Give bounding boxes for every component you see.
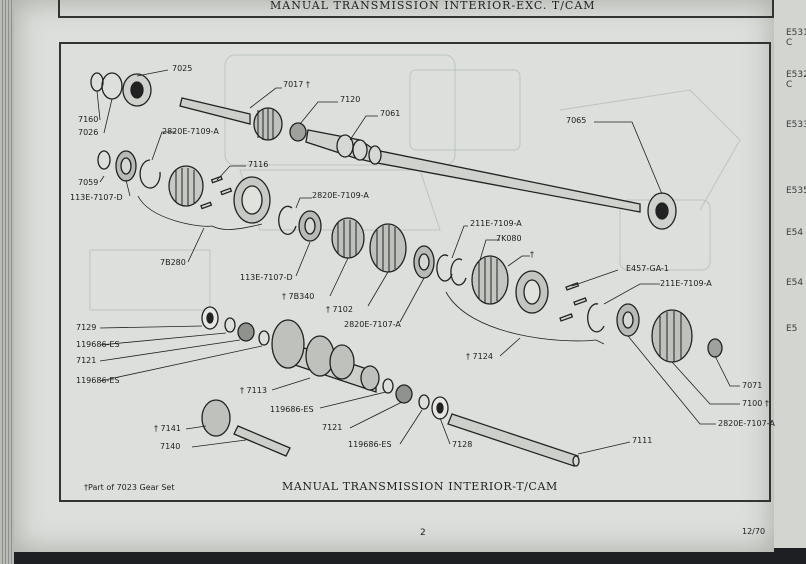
snap-ring-7160	[90, 72, 104, 92]
idler-gear-7141	[201, 399, 231, 437]
part-label: †	[530, 250, 534, 259]
part-label: 7128	[452, 440, 473, 449]
part-label: 7017 †	[283, 80, 310, 89]
part-label: 7120	[340, 95, 361, 104]
part-label: 7059	[78, 178, 99, 187]
side-tab: E531-C	[786, 28, 806, 48]
part-label: † 7B340	[282, 292, 315, 301]
part-label: 7K080	[496, 234, 522, 243]
part-label: 7071	[742, 381, 763, 390]
part-label: 7065	[566, 116, 587, 125]
insert-7116	[210, 175, 223, 184]
page-number: 2	[420, 528, 426, 538]
part-label: 119686-ES	[348, 440, 392, 449]
part-label: † 7102	[326, 305, 353, 314]
part-label: 7025	[172, 64, 193, 73]
part-label: 7121	[76, 356, 97, 365]
leader-lines	[96, 69, 740, 455]
roller-bearing-7120	[289, 122, 307, 142]
needle-bearing-7121	[237, 322, 255, 342]
diagram-title: MANUAL TRANSMISSION INTERIOR-T/CAM	[282, 480, 558, 493]
part-label: 2820E-7109-A	[312, 191, 369, 200]
part-label: E457-GA-1	[626, 264, 669, 273]
part-label: 7121	[322, 423, 343, 432]
part-label: 7111	[632, 436, 653, 445]
retaining-ring-2820E-7109-A	[139, 159, 161, 189]
next-page-edge: E531-C E532-C E533- E535 E54 E54 E5	[774, 0, 806, 548]
gear-7100	[651, 309, 693, 363]
part-label: 7116	[248, 160, 269, 169]
part-label: 211E-7109-A	[470, 219, 522, 228]
idler-shaft-7140	[233, 425, 291, 457]
book-page-edges	[0, 0, 14, 564]
synchro-assembly-7124	[471, 255, 509, 305]
bearing-7071	[707, 338, 723, 358]
diagram-frame	[59, 42, 771, 502]
side-tab: E535	[786, 186, 806, 196]
side-tab: E54	[786, 228, 804, 238]
gear-7102	[369, 223, 407, 273]
part-label: 2820E-7107-A	[344, 320, 401, 329]
page-header-title: MANUAL TRANSMISSION INTERIOR-EXC. T/CAM	[270, 0, 596, 12]
snap-ring-7059	[97, 150, 111, 170]
revision-date: 12/70	[742, 527, 766, 536]
part-label: 7061	[380, 109, 401, 118]
part-label: 7B280	[160, 258, 186, 267]
synchro-hub-7B280	[168, 165, 204, 207]
part-label: † 7124	[466, 352, 493, 361]
side-tab: E533-	[786, 120, 806, 130]
part-label: † 7113	[240, 386, 267, 395]
part-label: 119686-ES	[76, 376, 120, 385]
part-label: 211E-7109-A	[660, 279, 712, 288]
side-tab: E532-C	[786, 70, 806, 90]
input-shaft-7017	[179, 97, 251, 125]
part-label: 7129	[76, 323, 97, 332]
part-label: 7140	[160, 442, 181, 451]
side-tab: E5	[786, 324, 798, 334]
part-label: 113E-7107-D	[240, 273, 293, 282]
countershaft-7111	[447, 413, 579, 467]
part-label: 7160	[78, 115, 99, 124]
side-tab: E54	[786, 278, 804, 288]
part-label: 119686-ES	[270, 405, 314, 414]
part-label: 2820E-7109-A	[162, 127, 219, 136]
parts	[90, 72, 723, 467]
part-label: 7100 †	[742, 399, 769, 408]
part-label: 7026	[78, 128, 99, 137]
header-frame	[58, 0, 774, 18]
part-label: 113E-7107-D	[70, 193, 123, 202]
footnote: †Part of 7023 Gear Set	[84, 483, 175, 492]
part-label: 119686-ES	[76, 340, 120, 349]
retaining-ring-7026	[101, 72, 123, 100]
part-label: 2820E-7107-A	[718, 419, 775, 428]
gear-7B340	[331, 217, 365, 259]
part-label: † 7141	[154, 424, 181, 433]
